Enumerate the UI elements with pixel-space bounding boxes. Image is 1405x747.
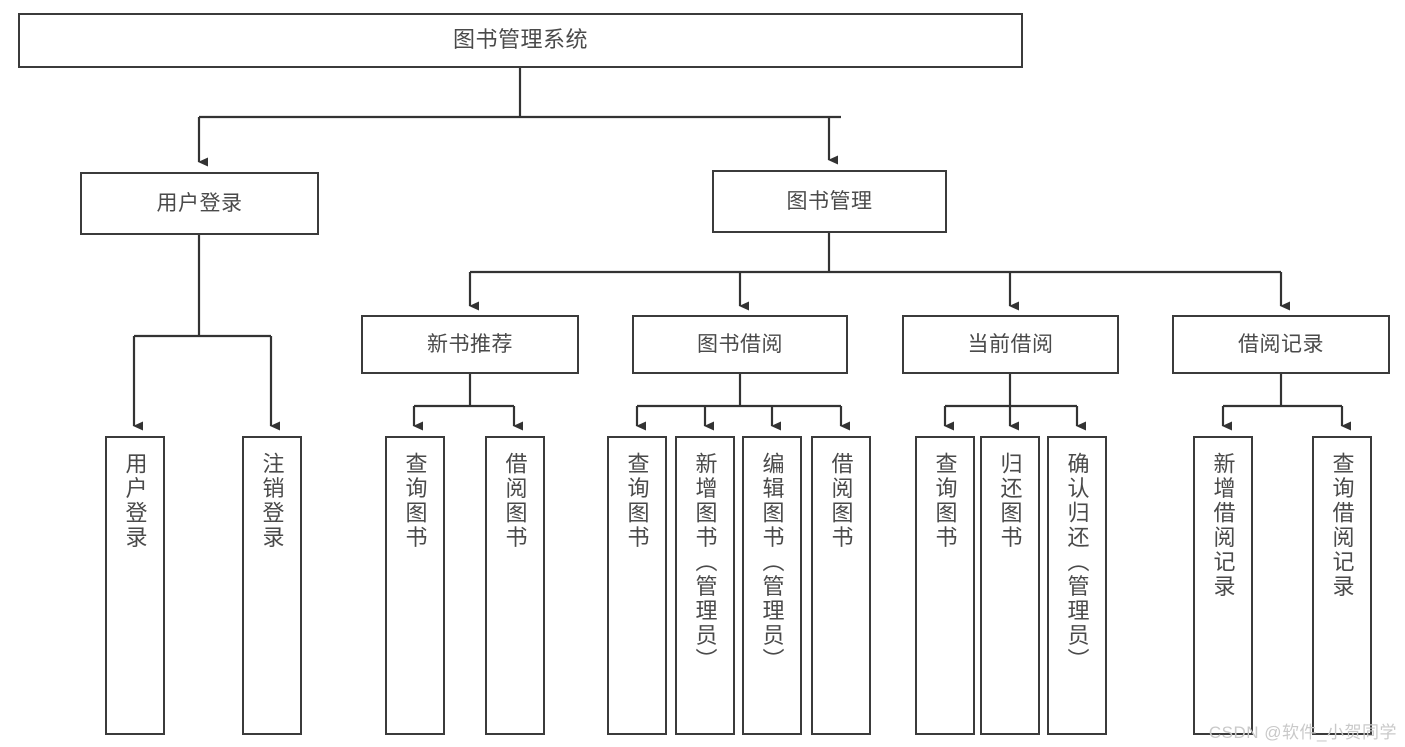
node-label: 查询图书 — [402, 452, 428, 550]
leaf-borrow-borrow-book[interactable]: 借阅图书 — [811, 436, 871, 735]
node-book-borrow[interactable]: 图书借阅 — [632, 315, 848, 374]
node-label: 用户登录 — [156, 191, 243, 215]
node-label: 查询图书 — [932, 452, 958, 550]
leaf-record-query-record[interactable]: 查询借阅记录 — [1312, 436, 1372, 735]
node-label: 借阅记录 — [1238, 332, 1324, 356]
node-book-management[interactable]: 图书管理 — [712, 170, 947, 233]
leaf-current-confirm-return-admin[interactable]: 确认归还（管理员） — [1047, 436, 1107, 735]
leaf-recommend-query-book[interactable]: 查询图书 — [385, 436, 445, 735]
leaf-user-login-login[interactable]: 用户登录 — [105, 436, 165, 735]
leaf-record-add-record[interactable]: 新增借阅记录 — [1193, 436, 1253, 735]
node-label: 新增图书（管理员） — [692, 452, 718, 673]
node-new-book-recommend[interactable]: 新书推荐 — [361, 315, 579, 374]
node-label: 新增借阅记录 — [1210, 452, 1236, 599]
node-label: 用户登录 — [122, 452, 148, 550]
node-label: 借阅图书 — [502, 452, 528, 550]
leaf-borrow-add-book-admin[interactable]: 新增图书（管理员） — [675, 436, 735, 735]
node-label: 图书管理 — [786, 189, 873, 213]
leaf-borrow-query-book[interactable]: 查询图书 — [607, 436, 667, 735]
node-borrow-record[interactable]: 借阅记录 — [1172, 315, 1390, 374]
watermark-text: CSDN @软件_小贺同学 — [1208, 723, 1397, 742]
node-label: 查询借阅记录 — [1329, 452, 1355, 599]
node-label: 新书推荐 — [427, 332, 513, 356]
leaf-current-query-book[interactable]: 查询图书 — [915, 436, 975, 735]
leaf-current-return-book[interactable]: 归还图书 — [980, 436, 1040, 735]
node-current-borrow[interactable]: 当前借阅 — [902, 315, 1119, 374]
node-label: 当前借阅 — [967, 332, 1054, 356]
node-label: 图书管理系统 — [452, 27, 588, 53]
node-label: 归还图书 — [997, 452, 1023, 550]
node-label: 查询图书 — [624, 452, 650, 550]
node-label: 图书借阅 — [697, 332, 783, 356]
node-label: 确认归还（管理员） — [1064, 452, 1090, 673]
node-user-login[interactable]: 用户登录 — [80, 172, 319, 235]
node-label: 注销登录 — [259, 452, 285, 550]
node-label: 编辑图书（管理员） — [759, 452, 785, 673]
leaf-borrow-edit-book-admin[interactable]: 编辑图书（管理员） — [742, 436, 802, 735]
leaf-recommend-borrow-book[interactable]: 借阅图书 — [485, 436, 545, 735]
node-root-system[interactable]: 图书管理系统 — [18, 13, 1023, 68]
node-label: 借阅图书 — [828, 452, 854, 550]
leaf-user-login-logout[interactable]: 注销登录 — [242, 436, 302, 735]
